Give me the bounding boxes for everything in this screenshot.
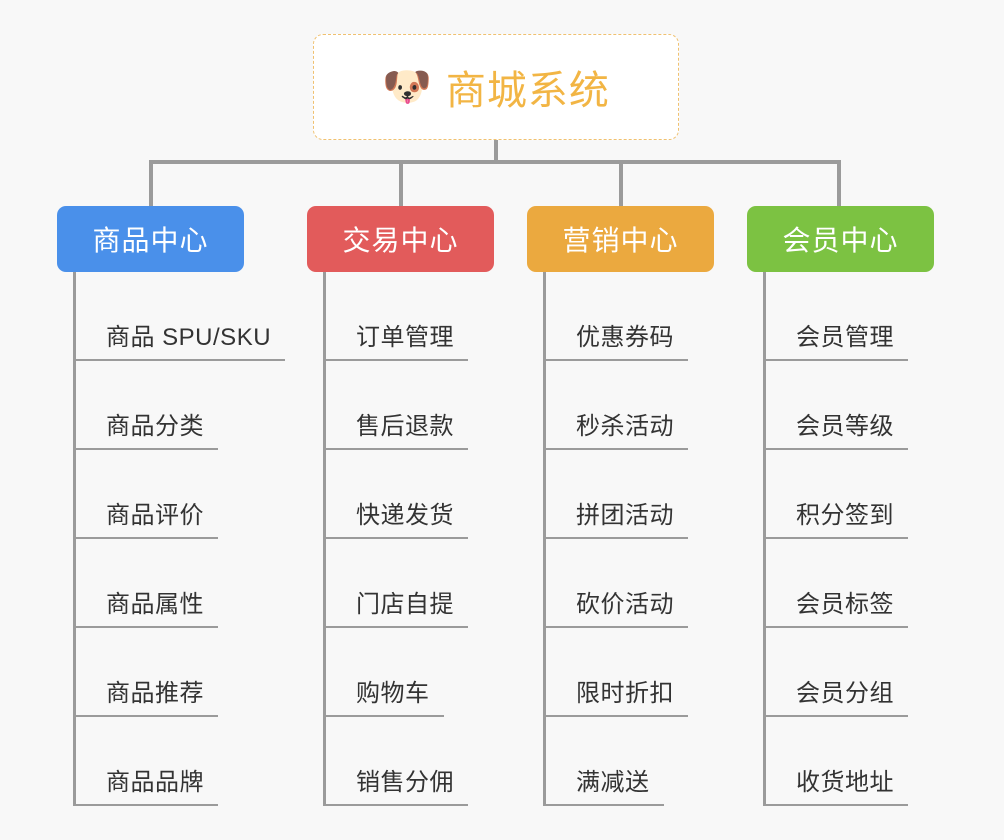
connector-drop-1	[399, 160, 403, 207]
list-item-label: 秒杀活动	[576, 413, 674, 440]
branch-trade-center: 交易中心 订单管理 售后退款 快递发货 门店自提 购物车 销售分佣	[307, 206, 527, 806]
list-item-label: 售后退款	[356, 413, 454, 440]
list-item[interactable]: 订单管理	[323, 272, 527, 361]
list-item-label: 会员等级	[796, 413, 894, 440]
list-item[interactable]: 限时折扣	[543, 628, 747, 717]
list-item-label: 商品评价	[106, 502, 204, 529]
branch-product-center: 商品中心 商品 SPU/SKU 商品分类 商品评价 商品属性 商品推荐 商品品牌	[57, 206, 287, 806]
list-item[interactable]: 收货地址	[763, 717, 967, 806]
branch-header-label: 会员中心	[782, 225, 899, 256]
connector-root-stem	[494, 140, 498, 163]
connector-drop-2	[619, 160, 623, 207]
list-item[interactable]: 售后退款	[323, 361, 527, 450]
list-item-label: 满减送	[576, 769, 650, 796]
branch-header-label: 交易中心	[342, 225, 459, 256]
list-item[interactable]: 砍价活动	[543, 539, 747, 628]
list-item[interactable]: 商品品牌	[73, 717, 287, 806]
list-item[interactable]: 商品 SPU/SKU	[73, 272, 287, 361]
list-item-label: 商品属性	[106, 591, 204, 618]
list-item[interactable]: 拼团活动	[543, 450, 747, 539]
list-item-label: 商品分类	[106, 413, 204, 440]
branch-marketing-center: 营销中心 优惠券码 秒杀活动 拼团活动 砍价活动 限时折扣 满减送	[527, 206, 747, 806]
list-item[interactable]: 商品推荐	[73, 628, 287, 717]
list-item-label: 会员分组	[796, 680, 894, 707]
list-item-label: 购物车	[356, 680, 430, 707]
list-item[interactable]: 商品属性	[73, 539, 287, 628]
list-item[interactable]: 秒杀活动	[543, 361, 747, 450]
list-item[interactable]: 会员分组	[763, 628, 967, 717]
list-item[interactable]: 会员等级	[763, 361, 967, 450]
list-item-label: 快递发货	[356, 502, 454, 529]
list-item-label: 限时折扣	[576, 680, 674, 707]
list-item-label: 优惠券码	[576, 324, 674, 351]
list-item[interactable]: 购物车	[323, 628, 527, 717]
list-item-label: 销售分佣	[356, 769, 454, 796]
connector-drop-0	[149, 160, 153, 207]
shiba-dog-face-icon: 🐶	[382, 65, 432, 109]
list-item-label: 收货地址	[796, 769, 894, 796]
root-title: 商城系统	[445, 69, 610, 113]
list-item[interactable]: 会员管理	[763, 272, 967, 361]
list-item-label: 砍价活动	[576, 591, 674, 618]
branch-children-trade-center: 订单管理 售后退款 快递发货 门店自提 购物车 销售分佣	[323, 272, 527, 806]
list-item[interactable]: 快递发货	[323, 450, 527, 539]
list-item[interactable]: 商品评价	[73, 450, 287, 539]
list-item-label: 会员管理	[796, 324, 894, 351]
branch-children-product-center: 商品 SPU/SKU 商品分类 商品评价 商品属性 商品推荐 商品品牌	[73, 272, 287, 806]
list-item-label: 会员标签	[796, 591, 894, 618]
branch-children-member-center: 会员管理 会员等级 积分签到 会员标签 会员分组 收货地址	[763, 272, 967, 806]
list-item-label: 门店自提	[356, 591, 454, 618]
list-item[interactable]: 满减送	[543, 717, 747, 806]
list-item[interactable]: 会员标签	[763, 539, 967, 628]
list-item[interactable]: 积分签到	[763, 450, 967, 539]
branch-header-label: 营销中心	[562, 225, 679, 256]
list-item[interactable]: 优惠券码	[543, 272, 747, 361]
branch-children-marketing-center: 优惠券码 秒杀活动 拼团活动 砍价活动 限时折扣 满减送	[543, 272, 747, 806]
branch-header-label: 商品中心	[92, 225, 209, 256]
connector-horizontal-bus	[149, 160, 841, 164]
branch-header-marketing-center[interactable]: 营销中心	[527, 206, 714, 272]
branch-header-trade-center[interactable]: 交易中心	[307, 206, 494, 272]
list-item-label: 拼团活动	[576, 502, 674, 529]
list-item[interactable]: 销售分佣	[323, 717, 527, 806]
list-item-label: 商品推荐	[106, 680, 204, 707]
list-item[interactable]: 商品分类	[73, 361, 287, 450]
root-node[interactable]: 🐶 商城系统	[313, 34, 679, 140]
list-item-label: 订单管理	[356, 324, 454, 351]
list-item[interactable]: 门店自提	[323, 539, 527, 628]
branch-header-product-center[interactable]: 商品中心	[57, 206, 244, 272]
branch-header-member-center[interactable]: 会员中心	[747, 206, 934, 272]
branch-member-center: 会员中心 会员管理 会员等级 积分签到 会员标签 会员分组 收货地址	[747, 206, 967, 806]
list-item-label: 商品品牌	[106, 769, 204, 796]
list-item-label: 积分签到	[796, 502, 894, 529]
list-item-label: 商品 SPU/SKU	[106, 324, 272, 351]
connector-drop-3	[837, 160, 841, 207]
